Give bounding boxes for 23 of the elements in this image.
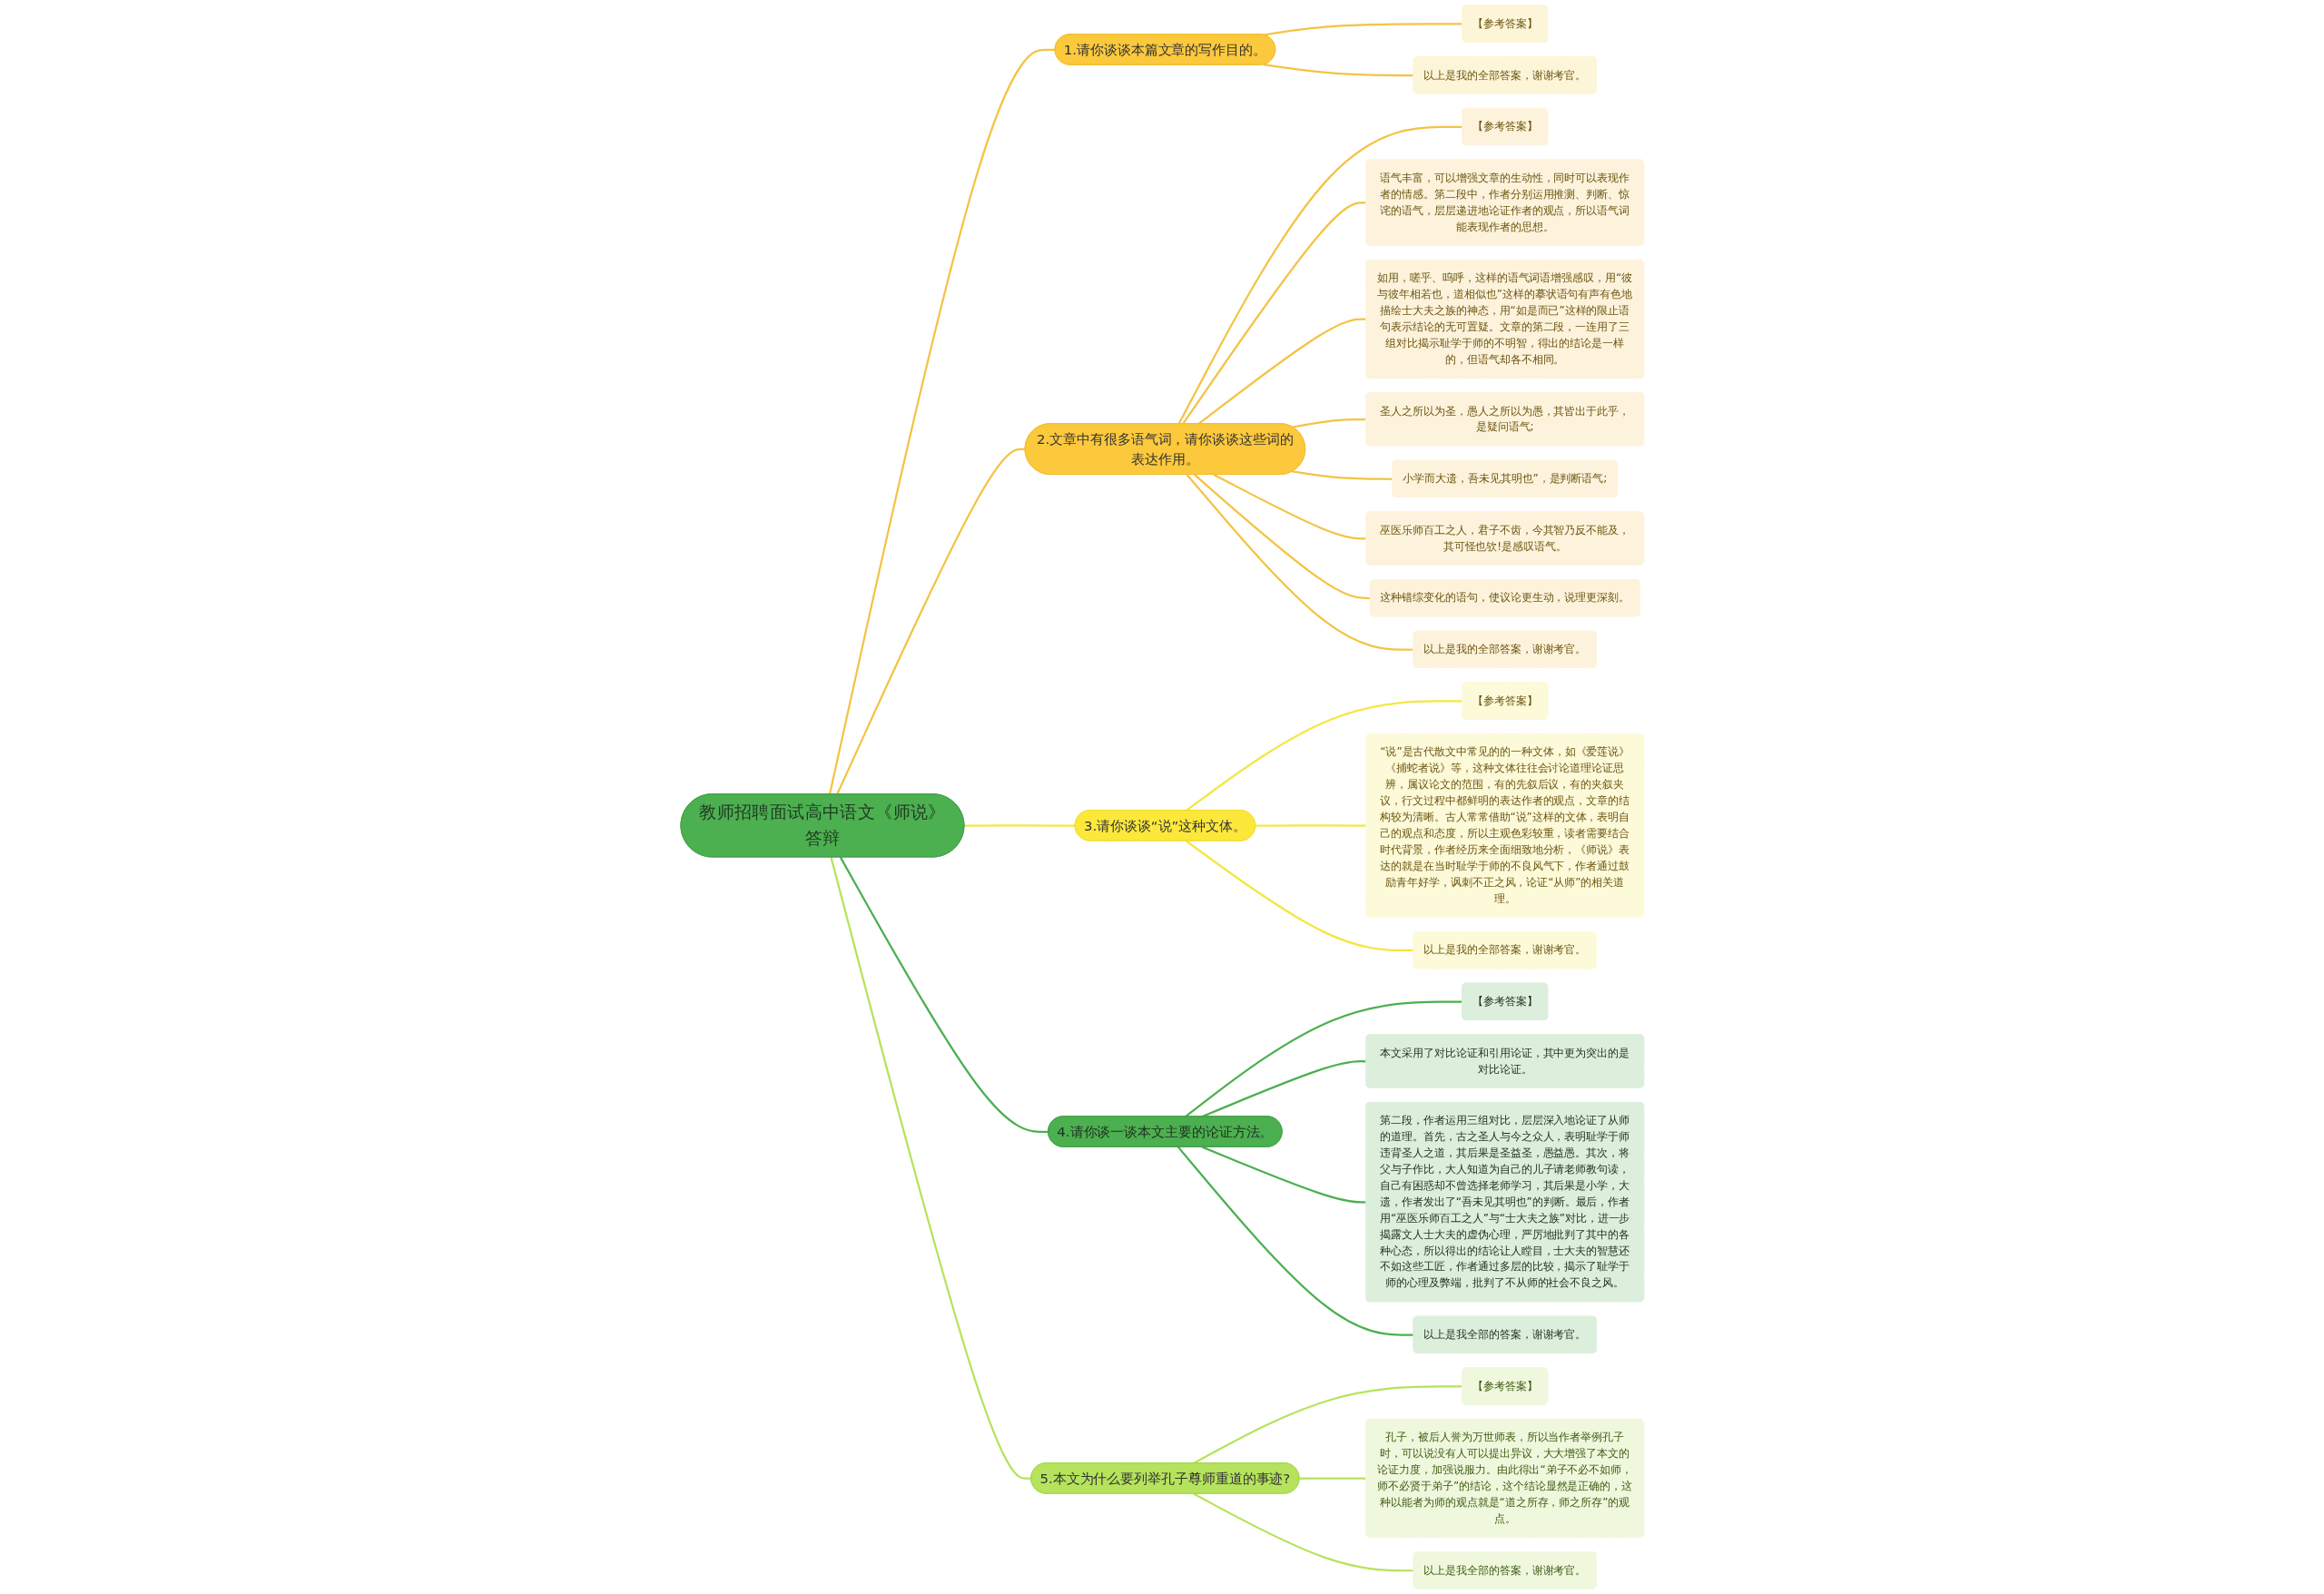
connector (963, 824, 1076, 827)
connector (1177, 125, 1462, 425)
connector (1192, 1385, 1462, 1464)
connector (1299, 1477, 1366, 1480)
connector (1292, 470, 1393, 480)
connector (1184, 1000, 1462, 1117)
connector (1263, 64, 1414, 77)
connector (1192, 1492, 1414, 1572)
connector (835, 448, 1026, 795)
connector (1292, 418, 1366, 428)
connector (1197, 318, 1366, 425)
connector (1185, 700, 1462, 812)
connector (830, 857, 1031, 1480)
connector (828, 48, 1056, 795)
connector (1255, 824, 1366, 827)
connector (1177, 1146, 1414, 1336)
connector (1213, 473, 1366, 540)
connector (839, 856, 1049, 1133)
connector (1201, 1146, 1366, 1204)
connector (1185, 840, 1414, 952)
connector (1193, 474, 1371, 600)
connector (1181, 202, 1366, 425)
connector (1186, 474, 1414, 651)
